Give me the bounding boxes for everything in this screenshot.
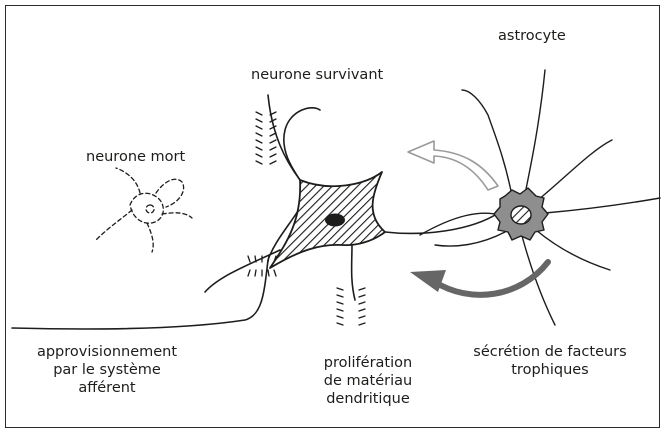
surviving-neuron-nucleus xyxy=(325,214,345,227)
uptake-arrow xyxy=(408,141,498,190)
surviving-neuron-label: neurone survivant xyxy=(251,66,383,84)
dead-neuron xyxy=(96,168,192,252)
dendritic-proliferation-line-3: dendritique xyxy=(298,390,438,408)
afferent-supply-line-3: afférent xyxy=(22,379,192,397)
trophic-secretion-line-2: trophiques xyxy=(455,361,645,379)
secretion-arrow xyxy=(410,262,548,295)
trophic-secretion-label: sécrétion de facteurs trophiques xyxy=(455,343,645,379)
dendritic-proliferation-line-2: de matériau xyxy=(298,372,438,390)
dendritic-proliferation-label: prolifération de matériau dendritique xyxy=(298,354,438,408)
afferent-supply-label: approvisionnement par le système afféren… xyxy=(22,343,192,397)
afferent-supply-line-1: approvisionnement xyxy=(22,343,192,361)
afferent-supply-line-2: par le système xyxy=(22,361,192,379)
dead-neuron-label: neurone mort xyxy=(86,148,185,166)
trophic-secretion-line-1: sécrétion de facteurs xyxy=(455,343,645,361)
dendritic-proliferation-line-1: prolifération xyxy=(298,354,438,372)
surviving-neuron-processes xyxy=(12,95,500,329)
astrocyte-body xyxy=(494,188,548,240)
astrocyte-label: astrocyte xyxy=(498,27,566,45)
